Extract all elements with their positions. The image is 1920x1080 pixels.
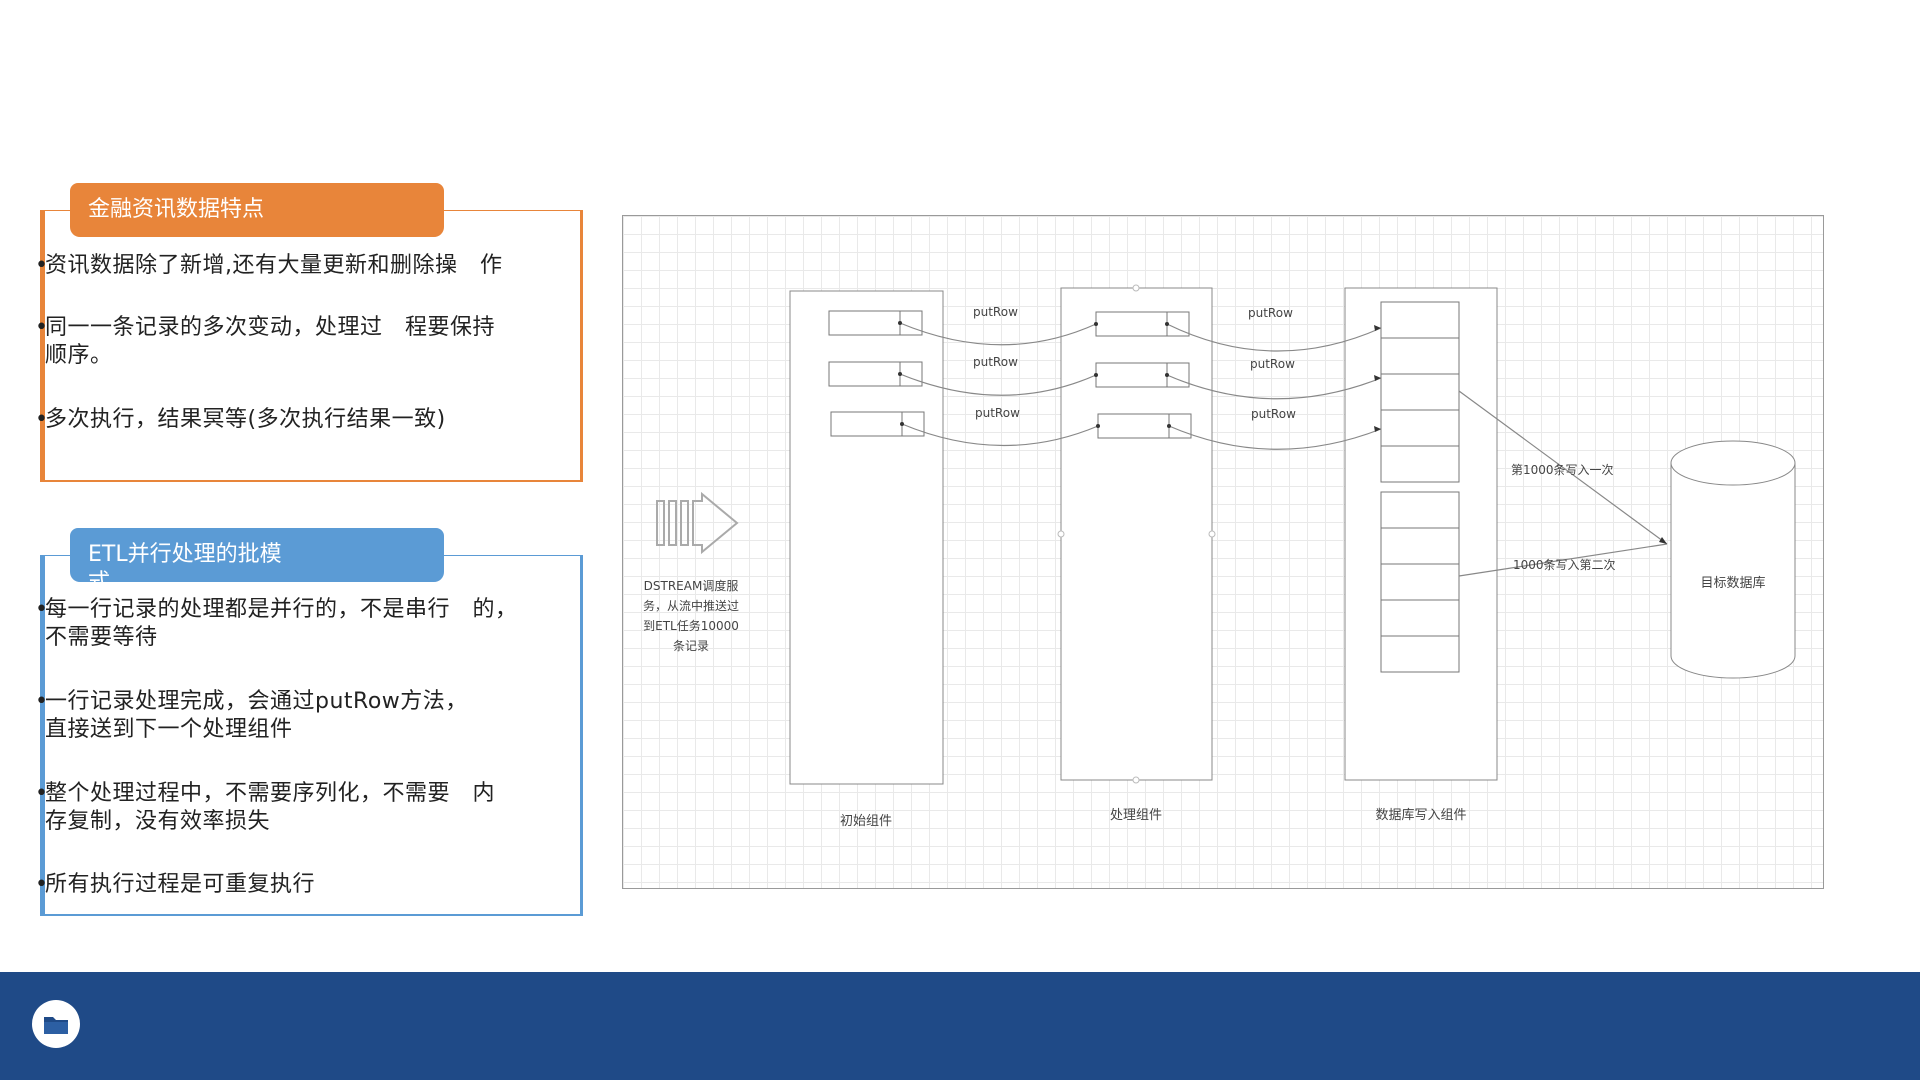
feature-item-1: •资讯数据除了新增,还有大量更新和删除操 作 [35,253,503,278]
feature-card [40,210,583,482]
database-icon [1670,440,1796,679]
write-first-label: 第1000条写入一次 [1511,463,1614,477]
etl-card-title: ETL并行处理的批模 式 [70,528,444,595]
putrow-label: putRow [1251,407,1296,421]
etl-item-4: •所有执行过程是可重复执行 [35,872,316,897]
etl-flow-diagram: DSTREAM调度服 务，从流中推送过 到ETL任务10000 条记录 [622,215,1824,889]
etl-item-3: •整个处理过程中，不需要序列化，不需要 内 存复制，没有效率损失 [35,781,496,834]
etl-item-1: •每一行记录的处理都是并行的，不是串行 的， 不需要等待 [35,597,518,650]
source-text-1: DSTREAM调度服 [644,578,739,593]
putrow-label: putRow [973,305,1018,319]
process-component-label: 处理组件 [1110,808,1162,823]
target-db-label: 目标数据库 [1700,575,1765,591]
putrow-label: putRow [1250,357,1295,371]
db-write-component-label: 数据库写入组件 [1375,807,1466,823]
source-text-2: 务，从流中推送过 [643,598,739,613]
putrow-label: putRow [1248,306,1293,320]
source-text-3: 到ETL任务10000 [643,618,739,633]
feature-item-3: •多次执行，结果冥等(多次执行结果一致) [35,407,446,432]
write-second-label: 1000条写入第二次 [1513,558,1616,572]
stream-arrow-icon [656,491,739,555]
etl-card [40,555,583,916]
footer-bar [0,972,1920,1080]
feature-card-title: 金融资讯数据特点 [70,183,444,237]
initial-component-label: 初始组件 [840,814,892,829]
source-text-4: 条记录 [673,639,709,653]
etl-item-2: •一行记录处理完成，会通过putRow方法， 直接送到下一个处理组件 [35,689,468,742]
putrow-label: putRow [975,406,1020,420]
process-component-box [1060,287,1213,781]
putrow-label: putRow [973,355,1018,369]
folder-icon [32,1000,80,1048]
feature-item-2: •同一一条记录的多次变动，处理过 程要保持 顺序。 [35,315,496,368]
